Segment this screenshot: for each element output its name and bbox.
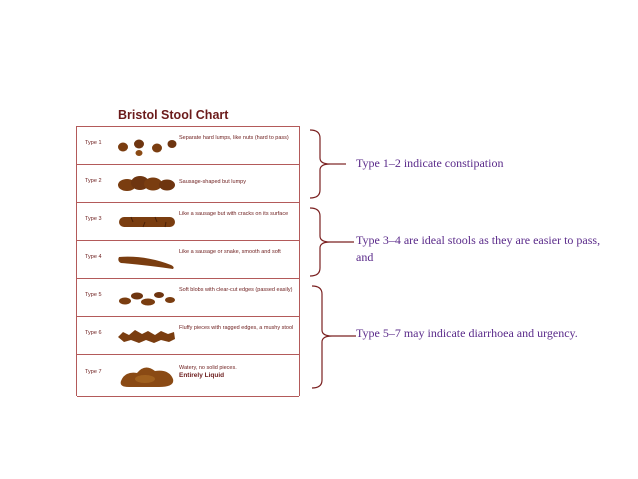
- bracket-diarrhoea: [311, 285, 356, 389]
- type-label: Type 2: [85, 178, 102, 184]
- annotation-constipation: Type 1–2 indicate constipation: [356, 156, 504, 170]
- table-row-type-1: Type 1 Separate hard lumps, like nuts (h…: [77, 126, 299, 164]
- bracket-constipation: [309, 129, 346, 199]
- type-description: Like a sausage or snake, smooth and soft: [179, 249, 281, 255]
- table-row-type-7: Type 7 Watery, no solid pieces. Entirely…: [77, 354, 299, 397]
- type-label: Type 6: [85, 330, 102, 336]
- table-row-type-5: Type 5 Soft blobs with clear-cut edges (…: [77, 278, 299, 316]
- type-description: Like a sausage but with cracks on its su…: [179, 211, 289, 217]
- annotation-ideal: Type 3–4 are ideal stools as they are ea…: [356, 233, 601, 264]
- type-description: Fluffy pieces with ragged edges, a mushy…: [179, 325, 294, 331]
- type-5-stool-illustration: [119, 292, 175, 306]
- type-7-stool-illustration: [120, 367, 174, 387]
- stool-chart-table: Type 1 Separate hard lumps, like nuts (h…: [76, 126, 300, 397]
- type-description: Watery, no solid pieces. Entirely Liquid: [179, 365, 299, 379]
- type-label: Type 7: [85, 369, 102, 375]
- entirely-liquid-label: Entirely Liquid: [179, 372, 225, 379]
- chart-title: Bristol Stool Chart: [118, 108, 229, 122]
- table-row-type-6: Type 6 Fluffy pieces with ragged edges, …: [77, 316, 299, 354]
- type-description: Soft blobs with clear-cut edges (passed …: [179, 287, 293, 293]
- type-description: Separate hard lumps, like nuts (hard to …: [179, 135, 289, 141]
- annotation-diarrhoea: Type 5–7 may indicate diarrhoea and urge…: [356, 326, 578, 340]
- table-row-type-4: Type 4 Like a sausage or snake, smooth a…: [77, 240, 299, 278]
- type-label: Type 5: [85, 292, 102, 298]
- type-2-stool-illustration: [118, 176, 175, 191]
- table-row-type-2: Type 2 Sausage-shaped but lumpy: [77, 164, 299, 202]
- type-3-stool-illustration: [119, 216, 175, 228]
- type-label: Type 1: [85, 140, 102, 146]
- type-6-stool-illustration: [118, 330, 175, 343]
- type-1-stool-illustration: [118, 139, 177, 156]
- type-4-stool-illustration: [118, 256, 174, 269]
- table-row-type-3: Type 3 Like a sausage but with cracks on…: [77, 202, 299, 240]
- type-label: Type 3: [85, 216, 102, 222]
- type-description: Sausage-shaped but lumpy: [179, 179, 246, 185]
- type-description-text: Watery, no solid pieces.: [179, 365, 237, 371]
- bracket-ideal: [309, 207, 354, 277]
- type-label: Type 4: [85, 254, 102, 260]
